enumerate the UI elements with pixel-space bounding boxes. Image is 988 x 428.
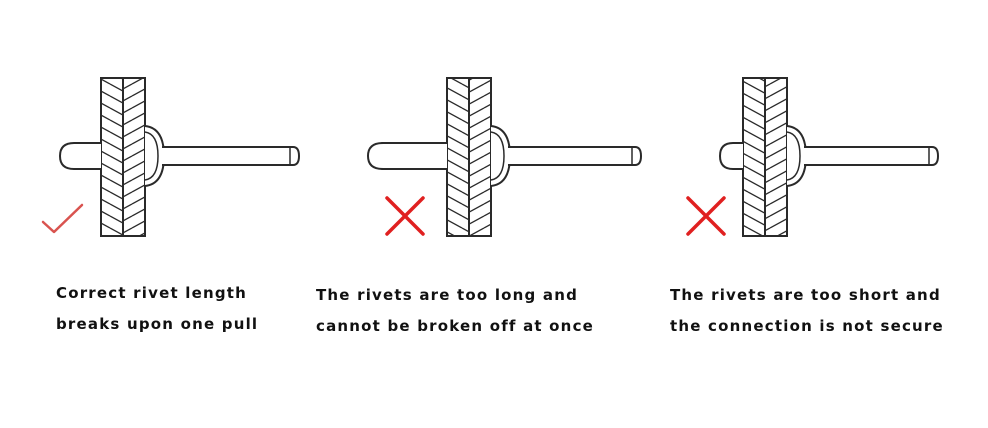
workpiece-plates — [446, 77, 492, 237]
workpiece-plates — [742, 77, 788, 237]
mandrel — [162, 146, 301, 166]
caption-line: breaks upon one pull — [56, 315, 259, 333]
caption-line: the connection is not secure — [670, 317, 944, 335]
cross-icon — [385, 196, 425, 236]
rivet-body — [366, 125, 512, 187]
rivet-panel-too-long — [366, 77, 643, 237]
rivet-panel-too-short — [686, 77, 940, 237]
caption-line: The rivets are too long and — [316, 286, 579, 304]
rivet-body — [58, 125, 166, 187]
mandrel — [508, 146, 643, 166]
caption-line: Correct rivet length — [56, 284, 248, 302]
check-icon — [41, 203, 84, 234]
caption-correct-length: Correct rivet length breaks upon one pul… — [56, 278, 258, 340]
rivet-panel-correct — [41, 77, 301, 237]
mandrel — [804, 146, 940, 166]
cross-icon — [686, 196, 726, 236]
caption-line: cannot be broken off at once — [316, 317, 595, 335]
caption-too-short: The rivets are too short and the connect… — [670, 280, 944, 342]
caption-too-long: The rivets are too long and cannot be br… — [316, 280, 594, 342]
caption-line: The rivets are too short and — [670, 286, 941, 304]
workpiece-plates — [100, 77, 146, 237]
